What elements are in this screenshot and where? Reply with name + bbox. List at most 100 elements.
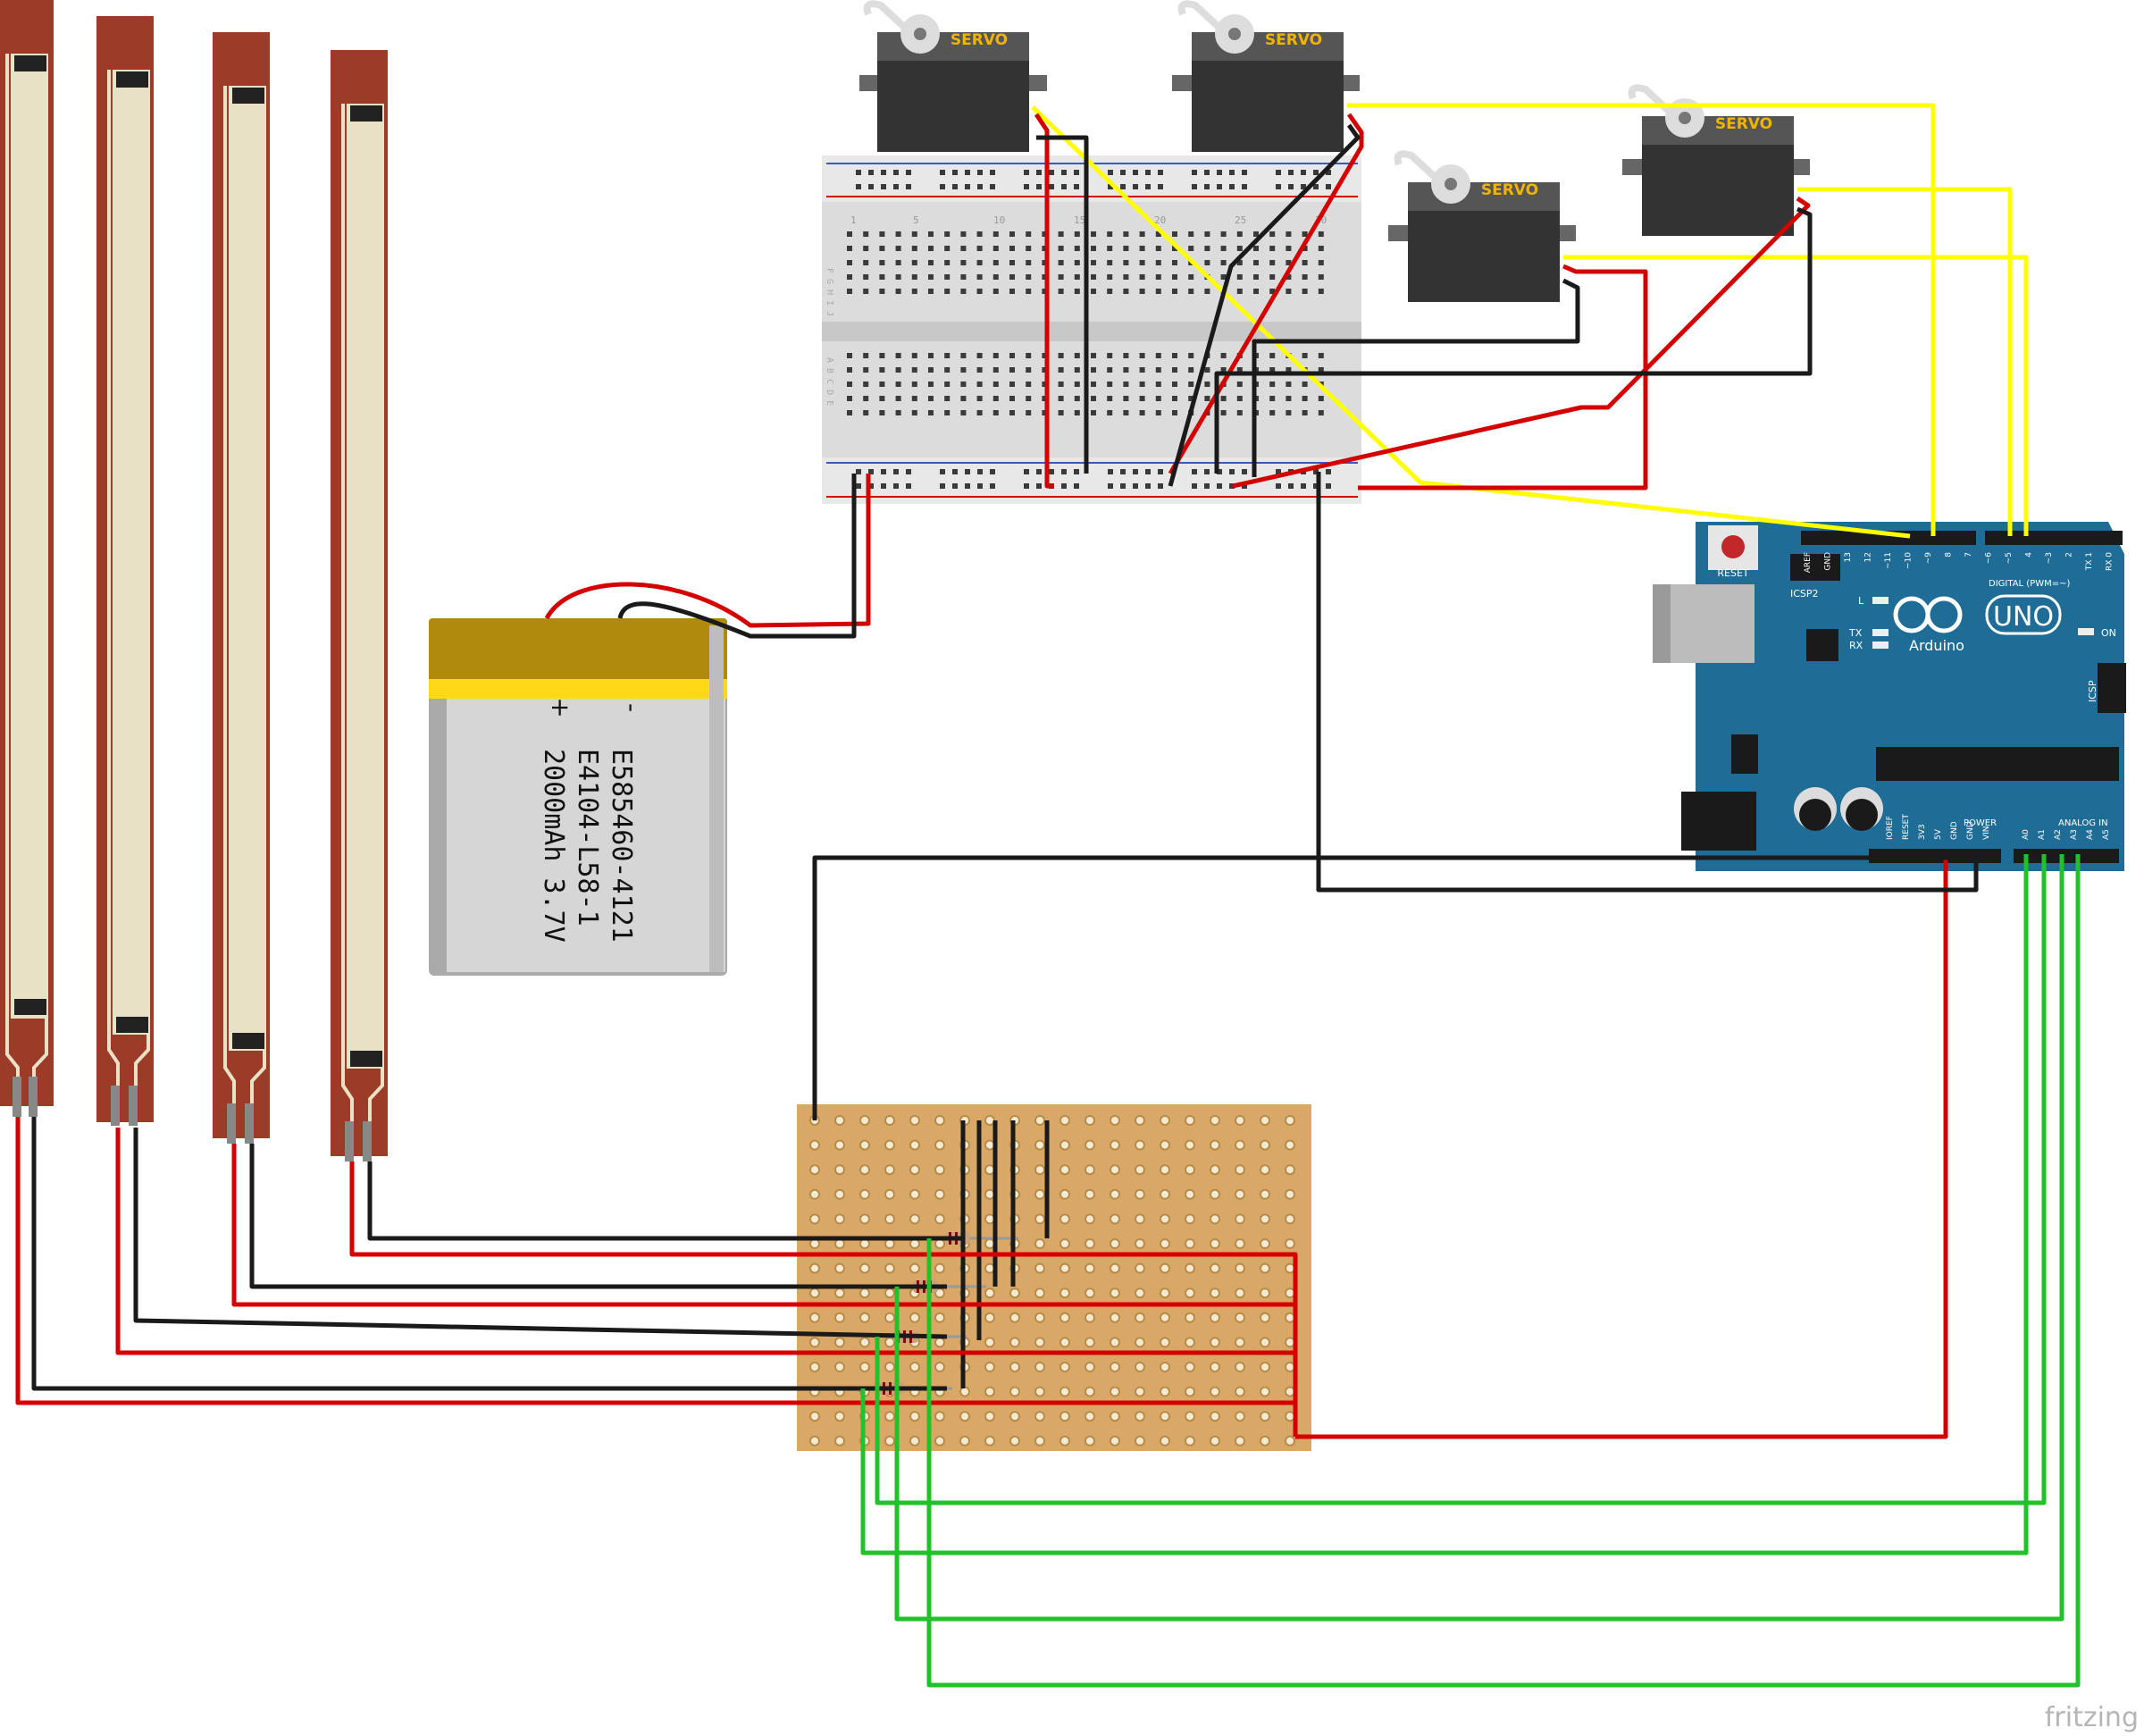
stripboard-hole [809,1139,820,1151]
breadboard-hole [1302,246,1308,251]
stripboard-hole [809,1337,820,1348]
wire-yellow-servo2 [1347,103,1936,536]
breadboard-hole [1302,396,1308,401]
stripboard-hole [1085,1435,1095,1447]
breadboard-hole [928,396,934,401]
stripboard-hole [1260,1238,1270,1249]
breadboard-hole [1236,246,1243,251]
breadboard-hole [1269,260,1276,265]
breadboard-hole [1286,274,1292,280]
breadboard-hole [1188,289,1194,294]
wire-green-a3 [860,854,2029,1556]
arduino-digital-pin-label: 13 [1844,552,1853,562]
breadboard-hole [1318,410,1324,415]
stripboard-hole [1285,1238,1295,1249]
breadboard-hole [976,289,983,294]
breadboard-hole [1172,410,1177,415]
breadboard-hole [1172,353,1177,358]
breadboard-rail-hole [1326,184,1331,189]
breadboard-hole [1188,367,1194,373]
breadboard-rail-hole [856,184,861,189]
stripboard-hole [1034,1188,1045,1200]
stripboard-hole [1160,1386,1170,1397]
breadboard-rail-hole [1108,184,1113,189]
stripboard-hole [1160,1435,1170,1447]
breadboard-hole [992,231,999,237]
stripboard-hole [1185,1337,1195,1348]
breadboard-hole [1318,231,1324,237]
breadboard-hole [944,410,951,415]
breadboard-rail-hole [881,170,886,175]
breadboard-hole [960,231,967,237]
breadboard-rail-hole [1036,184,1042,189]
stripboard-hole [934,1213,945,1225]
stripboard-hole [909,1362,920,1372]
breadboard-rail-hole [1313,483,1319,489]
breadboard-hole [1172,289,1177,294]
stripboard-hole [859,1287,870,1299]
breadboard-rail-hole [893,170,899,175]
battery-capacity: 2000mAh 3.7V [538,749,569,943]
breadboard-rail-hole [1024,170,1029,175]
wire-black-servo3 [1252,278,1580,477]
breadboard-hole [1107,260,1113,265]
stripboard-hole [1260,1188,1270,1200]
breadboard-hole [863,382,869,387]
stripboard-hole [1160,1362,1170,1372]
breadboard-hole [928,382,934,387]
stripboard-hole [859,1262,870,1274]
servo-2: SERVO [1172,0,1360,152]
stripboard-hole [884,1411,895,1422]
arduino-analog-pin-label: A0 [2022,829,2031,840]
breadboard-hole [1318,367,1324,373]
stripboard-hole [1185,1139,1195,1151]
stripboard-hole [834,1188,845,1200]
wire-flex4-black [367,1162,963,1241]
breadboard-hole [1204,396,1210,401]
arduino-logo-text: Arduino [1909,637,1964,654]
breadboard-hole [1236,289,1243,294]
arduino-uno: RESET ICSP2 ICSP Arduino UNO ON L TX RX … [1653,522,2126,871]
breadboard-hole [1302,410,1308,415]
breadboard-hole [928,246,934,251]
breadboard-hole [1123,353,1129,358]
wire-flex1-red [15,1117,1295,1405]
breadboard-rail-hole [1133,184,1138,189]
breadboard-rail-hole [1036,170,1042,175]
breadboard-hole [879,367,885,373]
stripboard-hole [1235,1213,1245,1225]
arduino-digital-pin-label: RX 0 [2106,552,2115,571]
breadboard-rail-hole [1120,184,1126,189]
stripboard-hole [1260,1213,1270,1225]
flex-sensor-4 [331,50,388,1162]
stripboard-hole [1110,1312,1120,1323]
breadboard-hole [944,274,951,280]
breadboard-hole [879,396,885,401]
breadboard-rail-hole [1242,483,1247,489]
stripboard-hole [834,1287,845,1299]
breadboard-hole [847,260,852,265]
arduino-reset-label: RESET [1717,567,1749,579]
stripboard-hole [1185,1362,1195,1372]
breadboard-rail-hole [940,469,945,474]
stripboard-hole [1059,1287,1070,1299]
stripboard-hole [1135,1213,1145,1225]
breadboard-hole [944,289,951,294]
stripboard-hole [1160,1337,1170,1348]
breadboard-hole [863,260,869,265]
breadboard-rail-hole [1276,170,1281,175]
breadboard-rail-hole [1158,184,1163,189]
stripboard-hole [1085,1386,1095,1397]
breadboard-rail-hole [1024,184,1029,189]
breadboard-hole [1058,231,1064,237]
breadboard-rail-hole [1133,469,1138,474]
stripboard-hole [1059,1238,1070,1249]
breadboard-hole [863,353,869,358]
breadboard-rail-hole [1217,469,1222,474]
stripboard-hole [859,1362,870,1372]
stripboard-hole [1160,1115,1170,1126]
breadboard-hole [1139,410,1145,415]
wire-flex1-black [31,1117,947,1391]
breadboard-hole [1123,231,1129,237]
stripboard-hole [1210,1139,1220,1151]
